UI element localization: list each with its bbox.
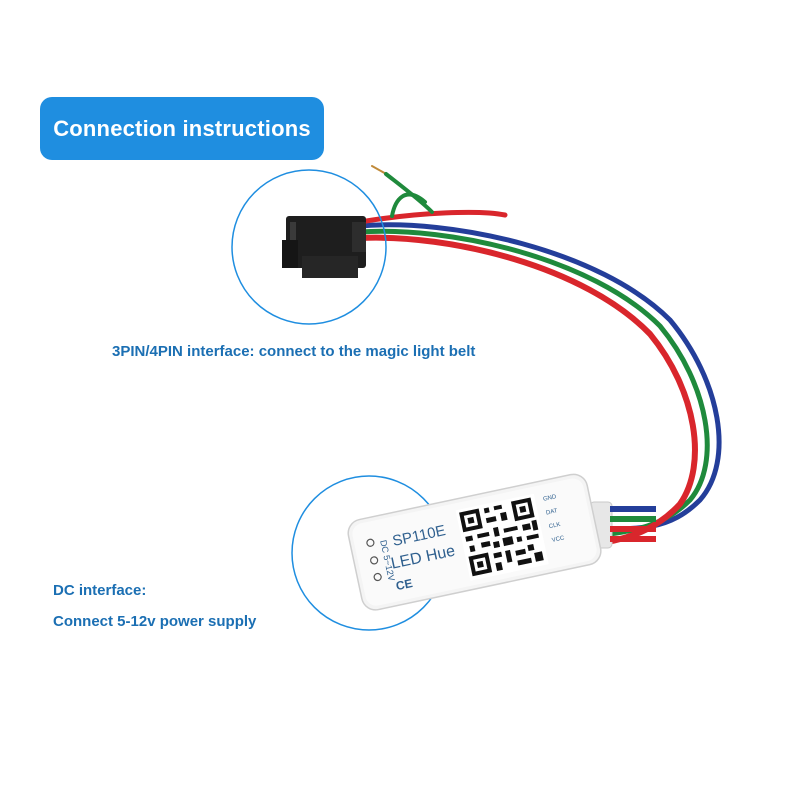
pin-label-gnd: GND	[543, 494, 558, 503]
pin-label-dat: DAT	[546, 508, 559, 516]
wire-bundle	[357, 165, 722, 547]
dc-interface-label: DC interface:	[53, 582, 147, 599]
controller-device	[347, 473, 602, 611]
dc-supply-label: Connect 5-12v power supply	[53, 613, 257, 630]
ce-mark: CE	[395, 576, 414, 593]
title-badge: Connection instructions	[40, 97, 324, 160]
qr-code	[455, 493, 549, 581]
pin-label-clk: CLK	[548, 522, 561, 530]
pin-interface-label: 3PIN/4PIN interface: connect to the magi…	[112, 343, 476, 360]
page-title: Connection instructions	[53, 115, 311, 141]
connector-callout-circle	[231, 169, 387, 325]
dc-terminal-symbols	[366, 538, 382, 582]
pin-label-vcc: VCC	[551, 535, 565, 544]
connector-plug	[282, 216, 366, 278]
